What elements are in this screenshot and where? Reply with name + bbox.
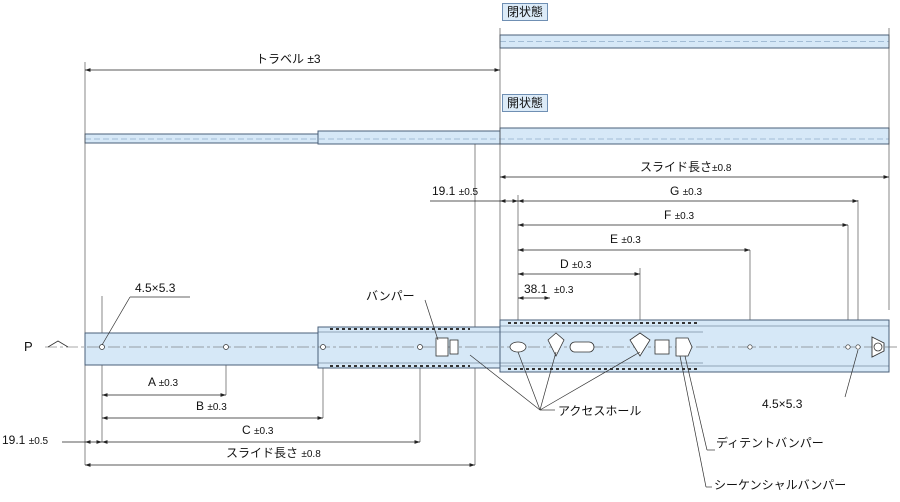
slide-length-top-tol: ±0.8 (712, 163, 732, 174)
dim-d-label: D ±0.3 (560, 257, 591, 273)
offset-bottom-label: 19.1 ±0.5 (2, 433, 48, 449)
dim-b-tol: ±0.3 (207, 402, 227, 413)
dim-g-letter: G (670, 184, 680, 198)
dim-c-label: C ±0.3 (242, 423, 273, 439)
dimension-lines (62, 68, 889, 467)
dim-38-value: 38.1 (524, 282, 548, 296)
dim-38-tol: ±0.3 (554, 285, 574, 296)
slide-length-bottom-tol: ±0.8 (301, 449, 321, 460)
dim-f-letter: F (664, 208, 672, 222)
p-label: P (24, 339, 33, 354)
dim-c-letter: C (242, 423, 251, 437)
dim-e-letter: E (610, 232, 619, 246)
dim-a-label: A ±0.3 (148, 375, 178, 391)
dim-d-tol: ±0.3 (572, 260, 592, 271)
dim-a-tol: ±0.3 (158, 378, 179, 389)
open-rail (84, 127, 890, 145)
offset-bottom-tol: ±0.5 (28, 436, 49, 447)
dim-c-tol: ±0.3 (254, 426, 274, 437)
detent-bumper-label: ディテントバンパー (716, 436, 824, 450)
offset-bottom-value: 19.1 (2, 433, 26, 447)
extension-lines (84, 28, 890, 465)
dim-g-label: G ±0.3 (670, 184, 702, 200)
hole-left-label: 4.5×5.3 (135, 281, 176, 295)
dim-b-label: B ±0.3 (196, 399, 227, 415)
dim-e-tol: ±0.3 (621, 235, 641, 246)
dim-e-label: E ±0.3 (610, 232, 641, 248)
dim-f-tol: ±0.3 (674, 211, 695, 222)
leader-lines (101, 296, 859, 488)
slide-length-top-label: スライド長さ±0.8 (640, 160, 731, 176)
bumper-label: バンパー (366, 289, 415, 303)
slide-length-bottom-text: スライド長さ (226, 446, 299, 460)
dim-38-label: 38.1 ±0.3 (524, 282, 573, 298)
dim-d-letter: D (560, 257, 569, 271)
offset-top-tol: ±0.5 (458, 187, 479, 198)
closed-rail (499, 34, 890, 49)
offset-top-value: 19.1 (432, 184, 456, 198)
hole-right-label: 4.5×5.3 (762, 397, 803, 411)
sequential-bumper-label: シーケンシャルバンパー (714, 478, 847, 492)
travel-label: トラベル ±3 (256, 52, 321, 66)
dim-f-label: F ±0.3 (664, 208, 694, 224)
offset-top-label: 19.1 ±0.5 (432, 184, 478, 200)
slide-length-bottom-label: スライド長さ ±0.8 (226, 446, 321, 462)
closed-state-label: 閉状態 (502, 3, 549, 21)
access-hole-label: アクセスホール (558, 404, 642, 418)
slide-length-top-text: スライド長さ (640, 160, 713, 174)
open-state-label: 開状態 (502, 94, 549, 112)
dim-b-letter: B (196, 399, 205, 413)
dim-g-tol: ±0.3 (682, 187, 703, 198)
slide-assembly (45, 319, 898, 373)
dim-a-letter: A (148, 375, 156, 389)
